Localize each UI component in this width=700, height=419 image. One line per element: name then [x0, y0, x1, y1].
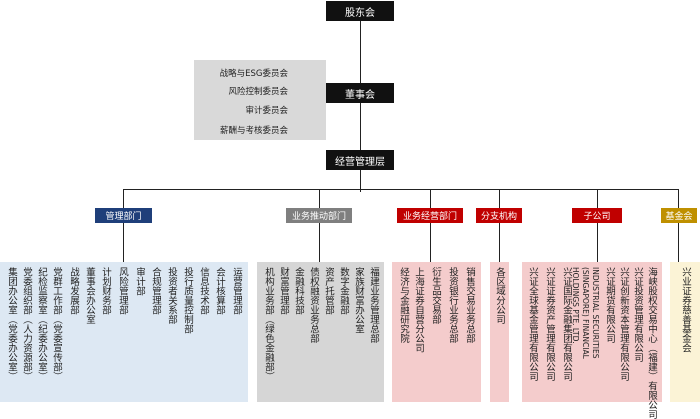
category-foundation: 基金会: [661, 208, 697, 223]
unit-fujian-business: 福建业务管理总部: [368, 267, 379, 343]
line-drop-6: [678, 189, 679, 208]
unit-research-institute: 经济与金融研究院: [398, 267, 409, 343]
panel-branches: 各区域分公司: [490, 262, 509, 402]
committee-risk-control: 风险控制委员会: [228, 87, 288, 97]
panel-subsidiaries: 兴证全球基金管理有限公司 兴证证券资产管理有限公司 兴证国际金融集团有限公司 I…: [522, 262, 662, 419]
line-cat-2: [319, 223, 320, 262]
unit-sales-trading: 销售交易业务总部: [464, 267, 475, 343]
line-drop-2: [319, 189, 320, 208]
unit-strategy-development: 战略发展部: [68, 267, 79, 315]
panel-foundation: 兴业证券慈善基金会: [670, 262, 700, 402]
unit-xingzheng-innovation-capital: 兴证创新资本管理有限公司: [618, 267, 629, 381]
board-node: 董事会: [326, 83, 394, 103]
unit-asset-custody: 资产托管部: [323, 267, 334, 315]
category-management: 管理部门: [95, 208, 152, 223]
line-drop-3: [430, 189, 431, 208]
unit-accounting: 会计核算部: [214, 267, 225, 315]
unit-xingzheng-futures: 兴证期货有限公司: [604, 267, 615, 343]
unit-audit: 审计部: [134, 267, 145, 296]
unit-fintech: 金融科技部: [293, 267, 304, 315]
unit-derivatives-trading: 衍生品交易部: [430, 267, 441, 324]
unit-xingzheng-investment: 兴证投资管理有限公司: [632, 267, 643, 362]
unit-compliance: 合规管理部: [150, 267, 161, 315]
shareholders-node: 股东会: [326, 1, 394, 21]
category-business-operation: 业务经营部门: [397, 208, 463, 223]
unit-investment-banking: 投资银行业务总部: [447, 267, 458, 343]
unit-party-organization: 党委组织部（人力资源部）: [21, 267, 32, 381]
unit-charity-foundation: 兴业证券慈善基金会: [680, 267, 691, 353]
unit-ib-quality-control: 投行质量控制部: [182, 267, 193, 334]
management-node: 经营管理层: [326, 150, 394, 170]
unit-party-publicity: 党群工作部（党委宣传部）: [51, 267, 62, 381]
category-business-promotion: 业务推动部门: [286, 208, 352, 223]
line-horizontal-bus: [123, 189, 679, 190]
line-drop-1: [123, 189, 124, 208]
committee-remuneration: 薪酬与考核委员会: [219, 126, 288, 136]
unit-institutional-business: 机构业务部（绿色金融部）: [263, 267, 274, 381]
panel-business-operation: 经济与金融研究院 上海证券自营分公司 衍生品交易部 投资银行业务总部 销售交易业…: [392, 262, 481, 402]
unit-board-office: 董事会办公室: [84, 267, 95, 324]
panel-management: 集团办公室（党委办公室） 党委组织部（人力资源部） 纪检监察室（纪委办公室） 党…: [0, 262, 248, 402]
unit-group-office: 集团办公室（党委办公室）: [6, 267, 17, 381]
unit-regional-branches: 各区域分公司: [494, 267, 505, 324]
committee-panel: 战略与ESG委员会 风险控制委员会 审计委员会 薪酬与考核委员会: [194, 60, 326, 140]
unit-operations: 运营管理部: [231, 267, 242, 315]
line-top-vertical: [360, 20, 361, 192]
unit-investor-relations: 投资者关系部: [166, 267, 177, 324]
category-subsidiaries: 子公司: [572, 208, 622, 223]
unit-digital-finance: 数字金融部: [338, 267, 349, 315]
unit-debt-financing: 债权融资业务总部: [308, 267, 319, 343]
unit-wealth-management: 财富管理部: [278, 267, 289, 315]
unit-family-office: 家族财富办公室: [353, 267, 364, 334]
category-branches: 分支机构: [476, 208, 522, 223]
unit-discipline-inspection: 纪检监察室（纪委办公室）: [36, 267, 47, 381]
line-cat-1: [123, 223, 124, 262]
line-drop-5: [597, 189, 598, 208]
unit-singapore-holdings: INDUSTRIAL SECURITIES (SINGAPORE) FINANC…: [571, 267, 600, 359]
line-drop-4: [499, 189, 500, 208]
committee-strategy-esg: 战略与ESG委员会: [219, 69, 288, 79]
line-cat-5: [597, 223, 598, 262]
committee-audit: 审计委员会: [245, 106, 288, 116]
unit-xingzheng-international: 兴证国际金融集团有限公司: [561, 267, 572, 381]
panel-business-promotion: 机构业务部（绿色金融部） 财富管理部 金融科技部 债权融资业务总部 资产托管部 …: [257, 262, 384, 402]
line-cat-4: [499, 223, 500, 262]
unit-straits-equity-exchange: 海峡股权交易中心（福建）有限公司: [646, 267, 657, 419]
unit-shanghai-proprietary: 上海证券自营分公司: [413, 267, 424, 353]
unit-xingzheng-global-fund: 兴证全球基金管理有限公司: [527, 267, 538, 381]
unit-it: 信息技术部: [198, 267, 209, 315]
unit-xingzheng-asset-management: 兴证证券资产管理有限公司: [544, 267, 555, 381]
unit-risk-management: 风险管理部: [117, 267, 128, 315]
line-cat-3: [430, 223, 431, 262]
line-cat-6: [678, 223, 679, 262]
unit-finance: 计划财务部: [100, 267, 111, 315]
